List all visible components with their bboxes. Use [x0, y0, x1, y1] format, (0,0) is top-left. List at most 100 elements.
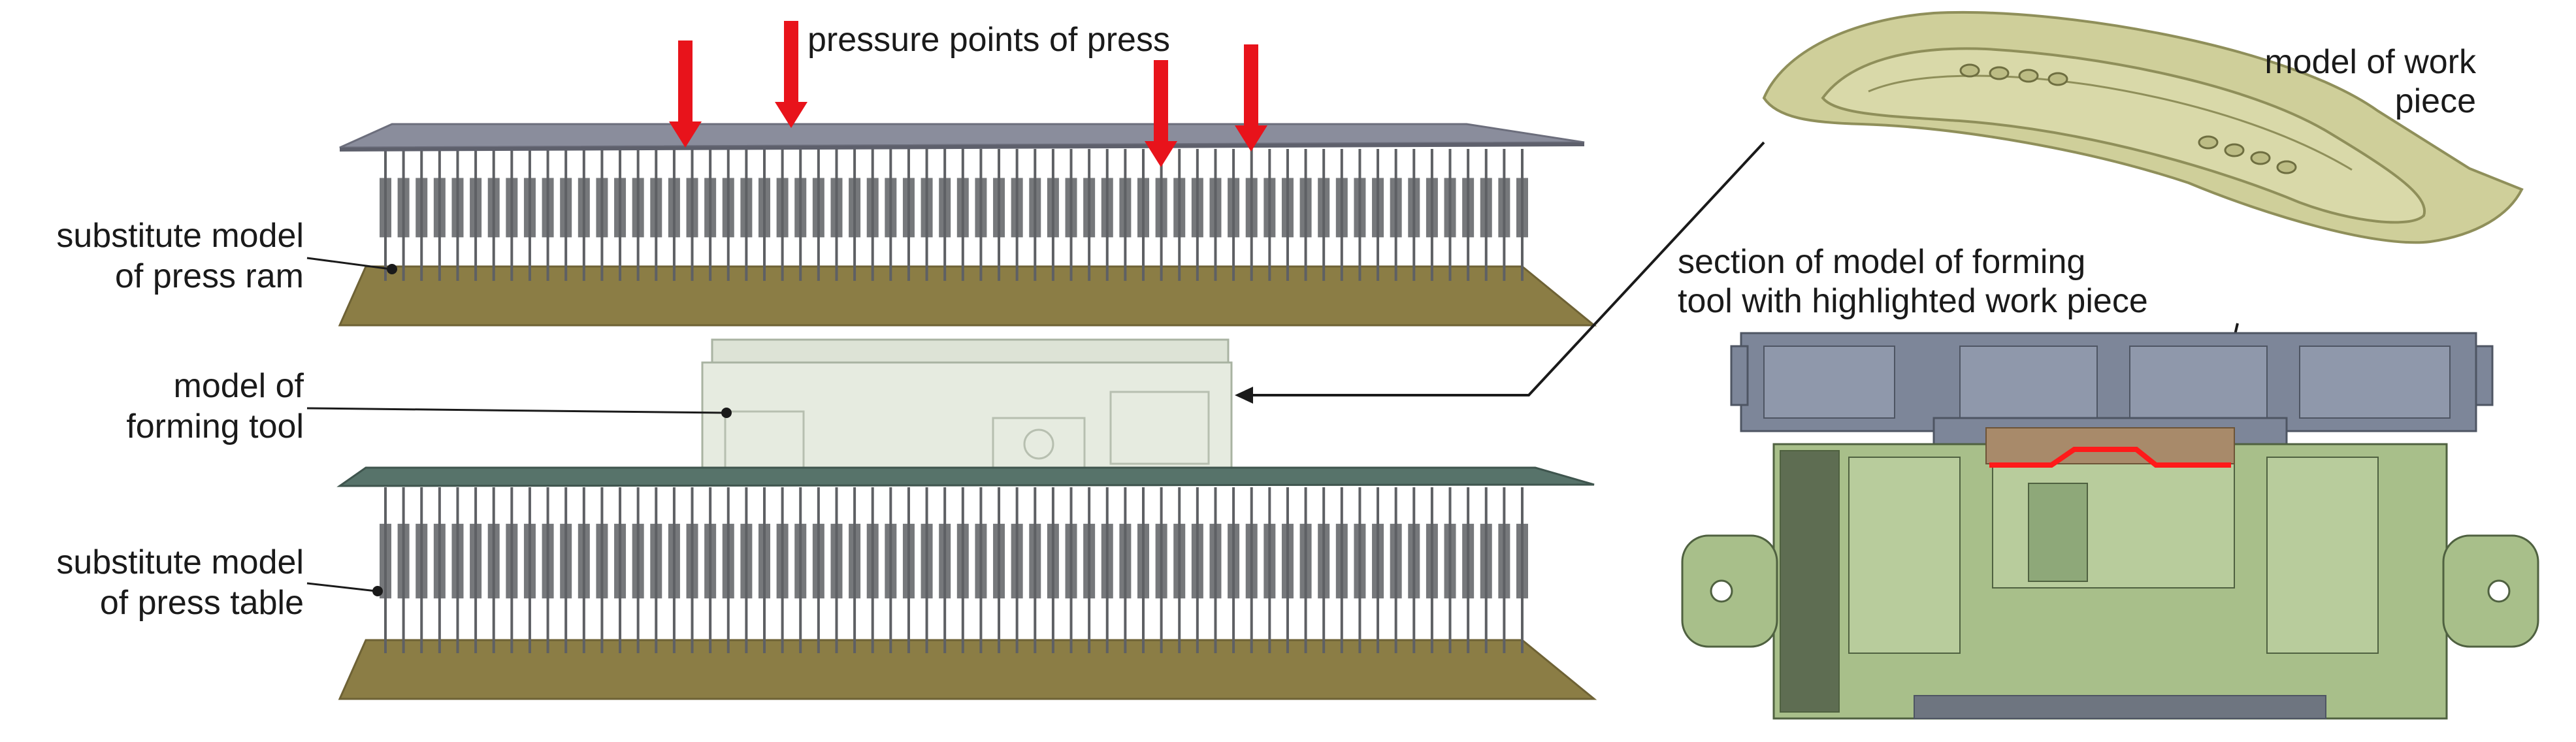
work-piece-highlight	[1989, 447, 2231, 468]
down-arrow-icon	[775, 21, 807, 128]
spring-element	[380, 487, 391, 653]
lower-die-cylinder	[2028, 483, 2088, 582]
spring-element	[380, 149, 391, 281]
spring-element	[1228, 149, 1240, 281]
spring-element	[1372, 487, 1384, 653]
spring-element	[866, 149, 879, 281]
spring-element	[416, 149, 428, 281]
spring-element	[1173, 149, 1186, 281]
spring-element	[1011, 487, 1023, 653]
work-piece-label-line1: model of work	[2264, 43, 2477, 81]
pressure-points-label: pressure points of press	[807, 21, 1170, 59]
work-piece-groove	[1868, 74, 2353, 171]
spring-element	[1155, 149, 1167, 281]
spring-element	[1101, 487, 1113, 653]
spring-element	[632, 487, 644, 653]
section-label-line1: section of model of forming	[1678, 243, 2085, 281]
spring-element	[470, 149, 482, 281]
spring-element	[921, 487, 933, 653]
spring-element	[397, 487, 410, 653]
spring-element	[1264, 149, 1276, 281]
spring-element	[686, 487, 698, 653]
spring-element	[1390, 487, 1402, 653]
down-arrow-icon	[669, 40, 702, 148]
press-ram-leader	[306, 257, 391, 270]
table-top-plate	[336, 466, 1595, 487]
spring-element	[740, 149, 753, 281]
spring-element	[830, 149, 843, 281]
ram-spring-array	[380, 149, 1528, 281]
spring-element	[849, 149, 861, 281]
spring-element	[1065, 487, 1077, 653]
work-piece-channel	[1821, 47, 2426, 224]
spring-element	[722, 487, 734, 653]
spring-element	[722, 149, 734, 281]
down-arrow-icon	[1235, 44, 1267, 152]
press-ram-model	[338, 123, 1597, 327]
spring-element	[1228, 487, 1240, 653]
spring-element	[1318, 149, 1330, 281]
work-piece-section	[1985, 427, 2235, 464]
spring-element	[1354, 149, 1366, 281]
work-piece-holes	[1959, 63, 2297, 174]
upper-die-left-knob	[1730, 345, 1749, 406]
spring-element	[433, 487, 446, 653]
left-ear-hole	[1710, 579, 1733, 603]
spring-element	[1426, 149, 1438, 281]
spring-element	[1047, 149, 1059, 281]
spring-element	[1011, 149, 1023, 281]
table-bottom-plate	[338, 639, 1597, 700]
spring-element	[1335, 149, 1348, 281]
spring-element	[1498, 487, 1510, 653]
lower-die-inner-left	[1848, 457, 1961, 654]
forming-tool-model	[701, 338, 1233, 481]
spring-element	[812, 149, 824, 281]
spring-element	[1408, 149, 1420, 281]
spring-element	[470, 487, 482, 653]
upper-die-block-1	[1763, 346, 1895, 419]
spring-element	[1354, 487, 1366, 653]
press-ram-label-line2: of press ram	[115, 257, 304, 295]
right-ear-hole	[2487, 579, 2511, 603]
spring-element	[885, 149, 897, 281]
spring-element	[758, 487, 770, 653]
spring-element	[578, 487, 590, 653]
spring-element	[1173, 487, 1186, 653]
spring-element	[1480, 487, 1492, 653]
spring-element	[668, 149, 680, 281]
spring-element	[433, 149, 446, 281]
dot-icon	[387, 264, 397, 274]
spring-element	[1426, 487, 1438, 653]
spring-element	[704, 487, 717, 653]
upper-die-block-3	[2129, 346, 2268, 419]
spring-element	[614, 149, 627, 281]
spring-element	[1299, 149, 1312, 281]
spring-element	[1245, 487, 1258, 653]
spring-element	[523, 487, 536, 653]
spring-element	[397, 149, 410, 281]
spring-element	[993, 487, 1005, 653]
spring-element	[451, 487, 464, 653]
dot-icon	[721, 408, 732, 418]
table-spring-array	[380, 487, 1528, 653]
ram-lower-plate	[338, 265, 1597, 327]
spring-element	[596, 149, 608, 281]
spring-element	[885, 487, 897, 653]
upper-die-right-knob	[2475, 345, 2494, 406]
spring-element	[650, 487, 662, 653]
spring-element	[1209, 149, 1222, 281]
press-table-label-line2: of press table	[100, 584, 304, 622]
spring-element	[794, 487, 807, 653]
spring-element	[596, 487, 608, 653]
dot-icon	[372, 586, 383, 596]
lower-die-base	[1914, 695, 2326, 719]
spring-element	[1372, 149, 1384, 281]
spring-element	[1462, 487, 1475, 653]
spring-element	[1083, 487, 1096, 653]
spring-element	[902, 487, 915, 653]
spring-element	[1047, 487, 1059, 653]
spring-element	[1137, 487, 1149, 653]
spring-element	[1281, 487, 1294, 653]
spring-element	[487, 149, 500, 281]
